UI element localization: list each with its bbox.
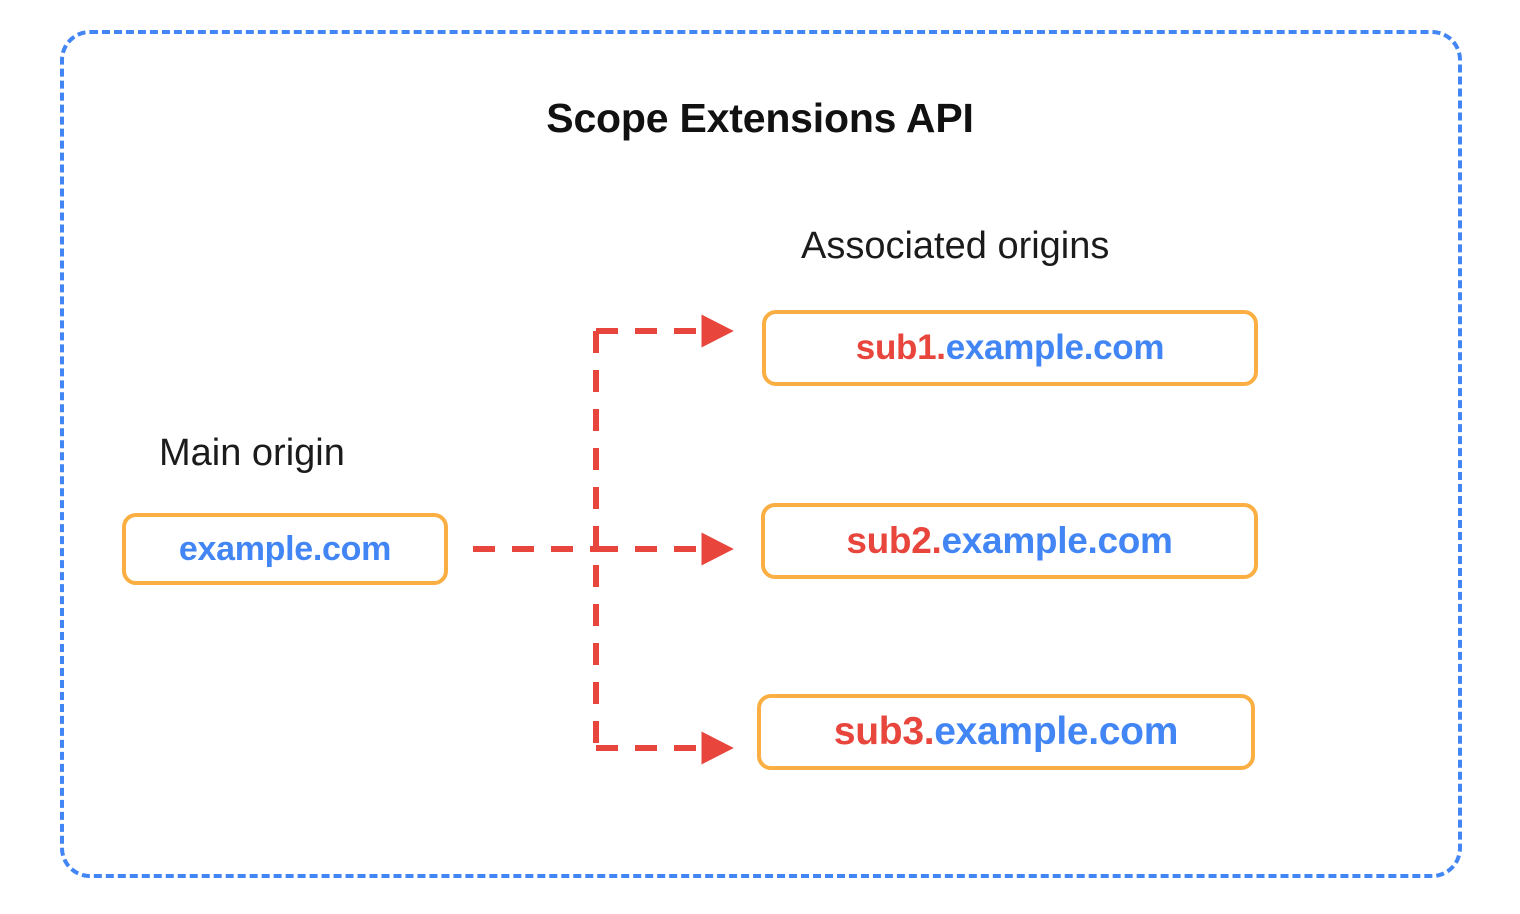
origin-domain-part: example.com bbox=[934, 710, 1179, 753]
origin-domain-part: example.com bbox=[178, 529, 392, 568]
origin-box-sub3-text: sub3.example.com bbox=[833, 710, 1179, 754]
main-origin-label: Main origin bbox=[159, 432, 345, 474]
associated-origins-label: Associated origins bbox=[801, 225, 1110, 267]
page-title: Scope Extensions API bbox=[546, 95, 974, 141]
origin-sub-part: sub2. bbox=[846, 520, 942, 561]
origin-sub-part: sub3. bbox=[833, 710, 935, 753]
origin-box-main[interactable]: example.com bbox=[122, 513, 448, 585]
origin-box-sub2-text: sub2.example.com bbox=[846, 520, 1173, 562]
origin-box-sub2[interactable]: sub2.example.com bbox=[761, 503, 1258, 579]
origin-sub-part: sub1. bbox=[855, 328, 946, 367]
origin-domain-part: example.com bbox=[945, 328, 1165, 367]
origin-box-sub1-text: sub1.example.com bbox=[855, 328, 1165, 368]
origin-domain-part: example.com bbox=[941, 520, 1173, 561]
origin-box-main-text: example.com bbox=[179, 530, 391, 569]
origin-box-sub1[interactable]: sub1.example.com bbox=[762, 310, 1258, 386]
origin-box-sub3[interactable]: sub3.example.com bbox=[757, 694, 1255, 770]
